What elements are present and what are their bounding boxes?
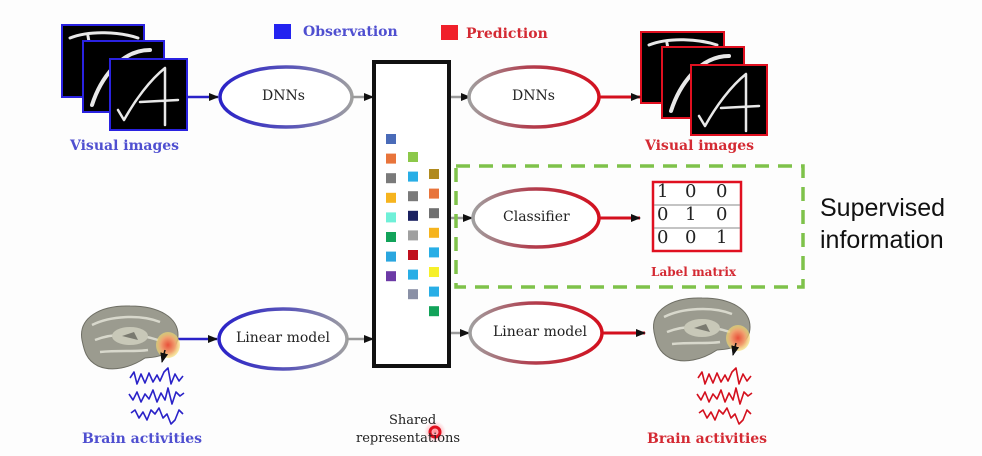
feature-square bbox=[386, 212, 396, 223]
label-matrix-caption: Label matrix bbox=[651, 265, 737, 279]
feature-square bbox=[408, 250, 418, 260]
supervised-information-box bbox=[454, 164, 805, 289]
input-brain-activities-label: Brain activities bbox=[82, 431, 203, 447]
output-visual-images bbox=[640, 31, 768, 136]
feature-square bbox=[429, 267, 439, 277]
feature-square bbox=[429, 169, 439, 179]
decoder-dnn-ellipse bbox=[467, 65, 601, 129]
input-visual-images-label: Visual images bbox=[70, 138, 180, 154]
feature-square bbox=[408, 230, 418, 241]
matrix-cell: 0 bbox=[685, 181, 697, 202]
shared-label-line2: representations bbox=[356, 431, 461, 446]
matrix-cell: 0 bbox=[716, 204, 728, 225]
encoder-dnn-label: DNNs bbox=[262, 88, 305, 104]
supervised-information-line2: information bbox=[820, 226, 944, 254]
feature-square bbox=[386, 251, 396, 262]
decoder-dnn-label: DNNs bbox=[512, 88, 555, 104]
feature-square bbox=[429, 247, 439, 258]
brain-activity-waves-output bbox=[696, 367, 753, 425]
mouse-cursor-indicator bbox=[424, 421, 446, 443]
feature-square bbox=[386, 153, 396, 164]
shared-label-line1: Shared bbox=[389, 413, 437, 428]
feature-square bbox=[429, 227, 439, 238]
legend-observation-swatch bbox=[274, 24, 291, 39]
matrix-cell: 0 bbox=[657, 204, 669, 225]
legend-observation-label: Observation bbox=[303, 24, 398, 40]
feature-square bbox=[429, 286, 439, 297]
supervised-information-line1: Supervised bbox=[820, 194, 946, 222]
feature-square bbox=[386, 232, 396, 242]
brain-activity-waves-input bbox=[128, 367, 185, 425]
matrix-cell: 0 bbox=[685, 227, 697, 248]
feature-square bbox=[408, 289, 418, 300]
brain-input-icon bbox=[81, 305, 180, 370]
output-visual-images-label: Visual images bbox=[645, 138, 755, 154]
matrix-cell: 1 bbox=[657, 181, 669, 202]
pred-digit-image-3 bbox=[690, 64, 768, 136]
decoder-classifier-ellipse bbox=[471, 187, 601, 249]
legend-prediction-label: Prediction bbox=[466, 26, 548, 42]
feature-square bbox=[408, 152, 418, 162]
matrix-cell: 0 bbox=[657, 227, 669, 248]
feature-square bbox=[408, 210, 418, 221]
feature-square bbox=[429, 306, 439, 317]
digit-image-3 bbox=[109, 58, 188, 131]
label-matrix bbox=[651, 180, 743, 253]
feature-square bbox=[429, 208, 439, 219]
decoder-linear-ellipse bbox=[468, 301, 604, 365]
output-brain-activities-label: Brain activities bbox=[647, 431, 768, 447]
matrix-cell: 0 bbox=[716, 181, 728, 202]
input-visual-images bbox=[61, 24, 188, 131]
feature-square bbox=[429, 188, 439, 199]
feature-square bbox=[386, 173, 396, 184]
legend-prediction-swatch bbox=[441, 25, 458, 40]
encoder-linear-label: Linear model bbox=[236, 330, 330, 346]
decoder-linear-label: Linear model bbox=[493, 324, 587, 340]
matrix-cell: 1 bbox=[685, 204, 697, 225]
feature-square bbox=[386, 271, 396, 282]
feature-square bbox=[408, 191, 418, 202]
feature-square bbox=[408, 269, 418, 280]
brain-output-icon bbox=[653, 297, 751, 362]
feature-square bbox=[408, 171, 418, 182]
matrix-cell: 1 bbox=[716, 227, 728, 248]
feature-square bbox=[386, 134, 396, 144]
feature-square bbox=[386, 192, 396, 203]
decoder-classifier-label: Classifier bbox=[503, 209, 570, 225]
feature-vectors bbox=[386, 134, 439, 317]
